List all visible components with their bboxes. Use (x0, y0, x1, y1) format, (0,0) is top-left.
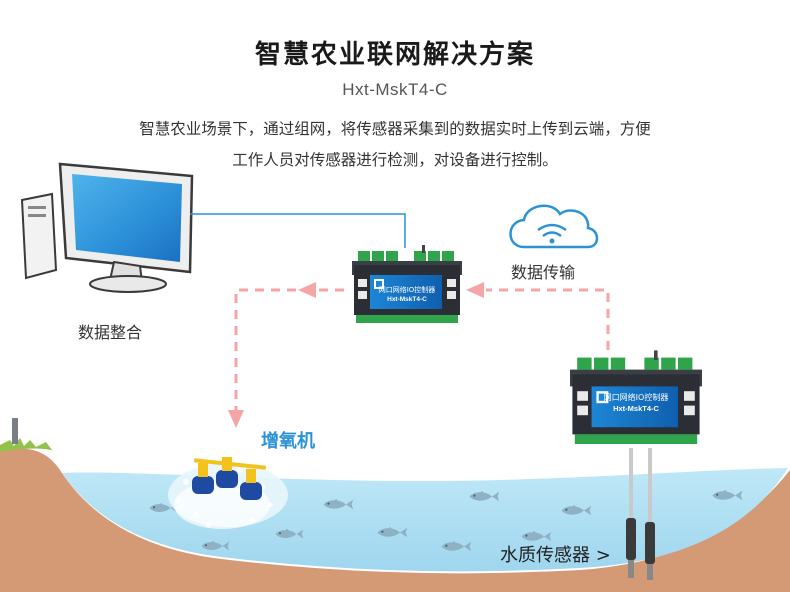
ground (0, 448, 790, 592)
label-water-sensor[interactable]: 水质传感器 > (500, 545, 611, 566)
controller-sensor-name: 网口网络IO控制器 (604, 392, 669, 402)
grass (0, 438, 58, 452)
page-title: 智慧农业联网解决方案 (254, 40, 535, 70)
controller-top-name: 网口网络IO控制器 (379, 285, 436, 294)
io-controller-top (352, 245, 462, 323)
controller-top-model: Hxt-MskT4-C (387, 296, 427, 303)
aerator-illustration (168, 457, 288, 529)
label-data-transfer: 数据传输 (511, 263, 576, 282)
arrow-head-left (466, 282, 484, 298)
arrow-head-left (298, 282, 316, 298)
model-subtitle: Hxt-MskT4-C (342, 80, 448, 99)
cloud-icon (509, 204, 599, 249)
description-line-2: 工作人员对传感器进行检测，对设备进行控制。 (232, 151, 558, 169)
computer-illustration (20, 162, 194, 293)
label-data-integration: 数据整合 (78, 323, 143, 342)
arrow-head-down (228, 410, 244, 428)
description-line-1: 智慧农业场景下，通过组网，将传感器采集到的数据实时上传到云端，方便 (139, 120, 651, 138)
computer-link-line (190, 213, 406, 248)
post (12, 418, 18, 444)
label-aerator: 增氧机 (261, 431, 315, 452)
water-sensor-probes (626, 448, 655, 580)
controller-sensor-model: Hxt-MskT4-C (613, 404, 659, 413)
